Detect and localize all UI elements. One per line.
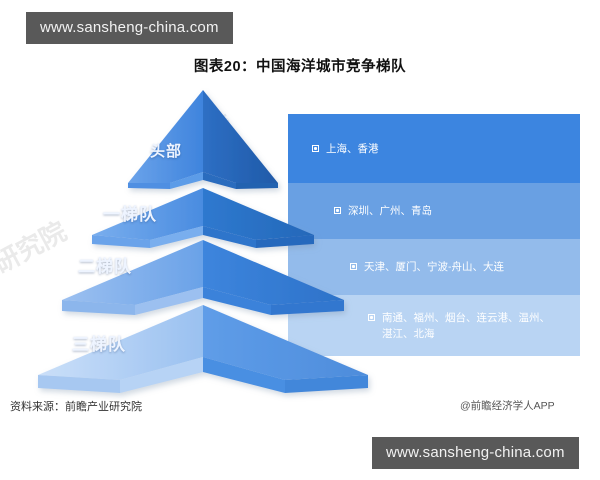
- pyramid-tier-third: [38, 305, 368, 393]
- pyramid-label-second: 二梯队: [78, 257, 132, 276]
- legend-cities-2: 天津、厦门、宁波-舟山、大连: [364, 261, 504, 273]
- square-bullet-icon: [312, 144, 319, 152]
- pyramid-label-top: 头部: [150, 143, 183, 160]
- pyramid-tier-first: [92, 188, 314, 248]
- legend-cities-3: 南通、福州、烟台、连云港、温州、 湛江、北海: [382, 311, 550, 340]
- legend-cities-0: 上海、香港: [326, 142, 379, 155]
- square-bullet-icon: [350, 263, 357, 270]
- square-bullet-icon: [334, 207, 341, 214]
- pyramid-tier-second: [62, 240, 344, 315]
- legend-band-second: 天津、厦门、宁波-舟山、大连: [288, 239, 580, 295]
- legend-cities-1: 深圳、广州、青岛: [348, 205, 432, 217]
- source-note: 资料来源：前瞻产业研究院: [10, 401, 142, 413]
- pyramid-label-first: 一梯队: [103, 205, 157, 224]
- watermark-tag-bottom: www.sansheng-china.com: [372, 437, 579, 469]
- chart-title: 图表20：中国海洋城市竞争梯队: [193, 59, 407, 75]
- tier-legend-panel: 上海、香港 深圳、广州、青岛 天津、厦门、宁波-舟山、大连 南通、福州、烟台、连…: [288, 114, 580, 356]
- legend-band-top: 上海、香港: [288, 114, 580, 183]
- credit-note: @前瞻经济学人APP: [460, 400, 555, 412]
- pyramid-label-third: 三梯队: [72, 335, 126, 354]
- pyramid-tier-top: [128, 90, 278, 189]
- legend-band-first: 深圳、广州、青岛: [288, 183, 580, 239]
- watermark-tag-top: www.sansheng-china.com: [26, 12, 233, 44]
- square-bullet-icon: [368, 313, 375, 321]
- pyramid-tiers: [38, 90, 368, 393]
